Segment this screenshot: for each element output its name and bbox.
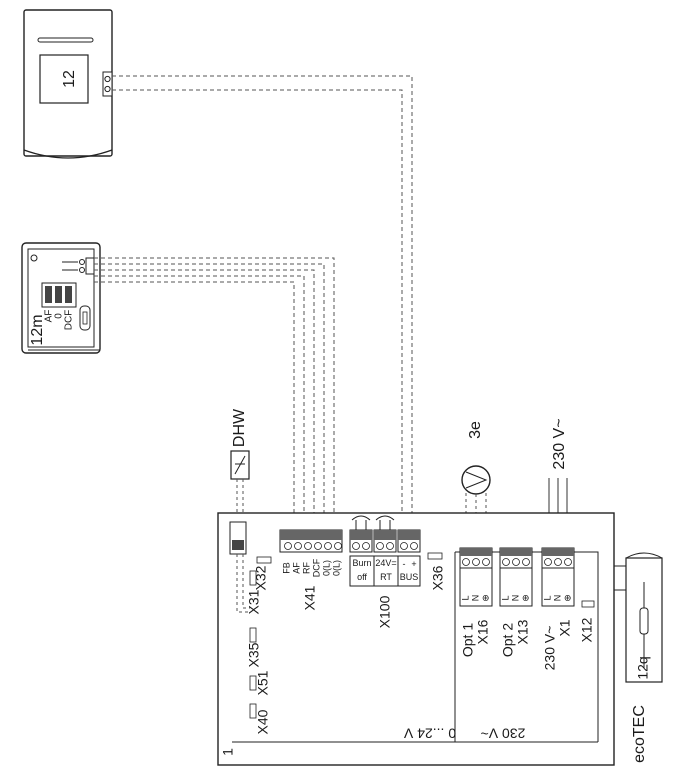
- x1-lne: ⊕: [562, 594, 572, 602]
- pump-label: 3e: [467, 421, 484, 439]
- x13-lne: N: [510, 595, 520, 602]
- boiler-model: ecoTEC: [631, 705, 648, 763]
- rt-label: RT: [380, 572, 392, 582]
- dhw-label: DHW: [231, 408, 248, 447]
- bus-plus: +: [411, 559, 416, 569]
- sensor-box-label: 12m: [29, 314, 46, 345]
- x16-lne: N: [470, 595, 480, 602]
- x41-terminal-block: [279, 529, 343, 553]
- x41-terminal: DCF: [311, 558, 321, 577]
- connector-x36: X36: [430, 565, 446, 590]
- connector-x32: X32: [253, 565, 269, 590]
- x41-terminal: RF: [301, 562, 311, 574]
- connector-x41: X41: [302, 585, 318, 610]
- rt-block: [373, 515, 397, 553]
- bus-block: [397, 529, 421, 553]
- x41-terminal: FB: [281, 562, 291, 574]
- sensor-terminal-block: [41, 282, 77, 308]
- high-voltage-label: 230 V~: [481, 725, 526, 741]
- controller-unit: 12: [23, 9, 113, 159]
- x1-terminal-block: [541, 547, 575, 607]
- main-board: 1 0 ...24 V 230 V~ X32 X31 X35 X51 X40: [217, 512, 615, 766]
- connector-x13: X13: [515, 619, 531, 644]
- x41-terminal: 0(L): [321, 560, 331, 576]
- sensor-box: AF 0 DCF 12m: [21, 242, 101, 354]
- boiler: 12q ecoTEC: [614, 552, 663, 763]
- x13-lne: L: [500, 595, 510, 600]
- dhw-connector: [229, 521, 250, 613]
- controller-label: 12: [61, 70, 78, 88]
- x13-terminal-block: [499, 547, 533, 607]
- bus-label: BUS: [400, 572, 419, 582]
- sensor-terminal-label: AF: [44, 310, 55, 323]
- sensor-cable: [94, 257, 335, 530]
- bus-minus: -: [403, 559, 406, 569]
- connector-x1: X1: [557, 619, 573, 636]
- connector-x16: X16: [475, 619, 491, 644]
- x16-lne: ⊕: [480, 594, 490, 602]
- fuse-label: 12q: [635, 656, 651, 679]
- x41-terminal: AF: [291, 562, 301, 574]
- x41-terminal: 0(L): [331, 560, 341, 576]
- connector-x40: X40: [255, 709, 271, 734]
- sensor-terminal-label: DCF: [64, 310, 75, 331]
- burn-off-label: Burn: [352, 558, 371, 568]
- burn-off-block: [349, 515, 373, 553]
- opt2-label: Opt 2: [500, 623, 516, 657]
- bus-cable: [112, 75, 413, 530]
- x1-lne: N: [552, 595, 562, 602]
- connector-x100: X100: [377, 595, 393, 628]
- connector-x12: X12: [579, 617, 595, 642]
- sensor-terminal-label: 0: [54, 313, 65, 319]
- x16-terminal-block: [459, 547, 493, 607]
- mains-x1-label: 230 V~: [542, 626, 558, 671]
- connector-x51: X51: [255, 670, 271, 695]
- x13-lne: ⊕: [520, 594, 530, 602]
- connector-x31: X31: [246, 589, 262, 614]
- mains-label: 230 V~: [551, 418, 568, 469]
- board-number: 1: [220, 748, 236, 756]
- rt-label: 24V=: [375, 558, 396, 568]
- x1-lne: L: [542, 595, 552, 600]
- dhw-sensor: DHW: [230, 408, 250, 522]
- connector-x35: X35: [246, 642, 262, 667]
- burn-off-label: off: [357, 572, 367, 582]
- low-voltage-label: 0 ...24 V: [403, 725, 456, 741]
- x16-lne: L: [460, 595, 470, 600]
- opt1-label: Opt 1: [460, 623, 476, 657]
